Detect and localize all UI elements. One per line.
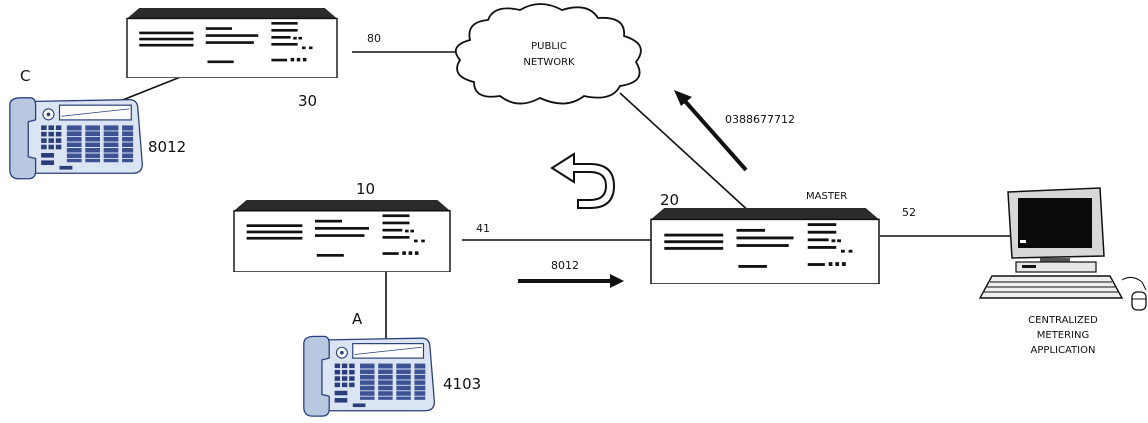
node-10-label: 10 (356, 180, 375, 198)
public-network-label-line2: NETWORK (523, 57, 575, 68)
phone-c-number: 8012 (148, 138, 186, 156)
phone-a (303, 335, 436, 417)
pbx-node-30 (126, 8, 338, 78)
node-30-label: 30 (298, 92, 317, 110)
port-52-label: 52 (902, 206, 916, 219)
u-turn-arrow-icon (550, 152, 616, 209)
port-41-label: 41 (476, 222, 490, 235)
pbx-node-20-master (650, 208, 880, 284)
phone-c-letter: C (20, 67, 30, 85)
public-network-cloud (454, 3, 642, 105)
app-label-line3: APPLICATION (1031, 345, 1096, 356)
link-public-20 (619, 92, 753, 215)
phone-a-letter: A (352, 310, 363, 328)
public-network-label-line1: PUBLIC (531, 41, 567, 52)
metering-computer (978, 187, 1147, 311)
arrow-to-master (518, 274, 624, 288)
master-label: MASTER (806, 191, 847, 202)
node-20-label: 20 (660, 191, 679, 209)
app-label-line2: METERING (1037, 330, 1090, 341)
app-label-line1: CENTRALIZED (1028, 315, 1098, 326)
phone-c (9, 97, 144, 180)
pbx-node-10 (233, 200, 451, 272)
phone-a-number: 4103 (443, 375, 481, 393)
flow-label-0388677712: 0388677712 (725, 113, 795, 126)
flow-label-8012: 8012 (551, 259, 579, 272)
port-80-label: 80 (367, 32, 381, 45)
arrow-to-public (674, 90, 748, 172)
